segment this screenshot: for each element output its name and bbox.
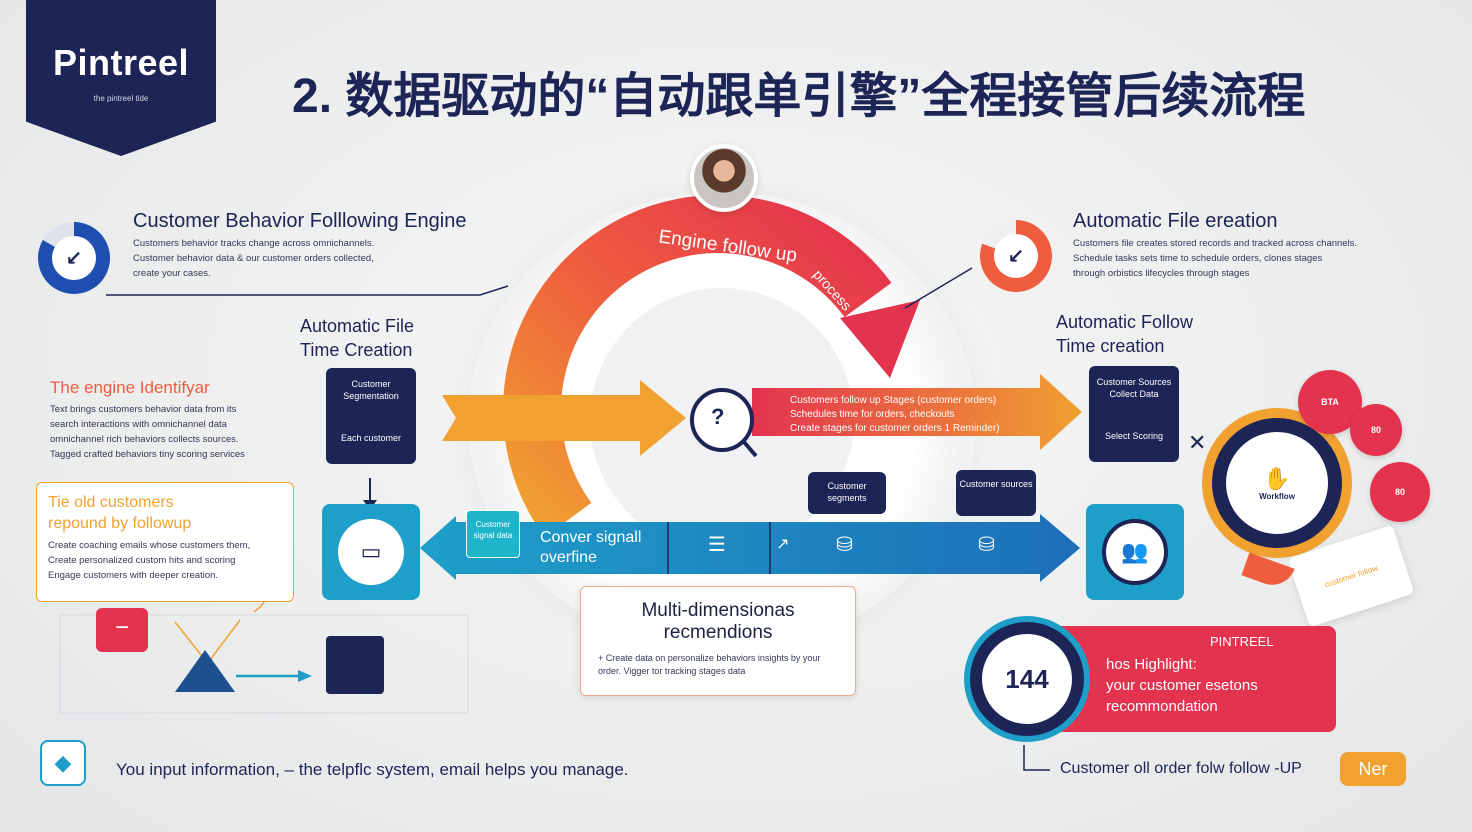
segments-pill: Customer segments: [808, 472, 886, 514]
multi-dimension-text: + Create data on personalize behaviors i…: [598, 653, 821, 676]
bubble-2: 80: [1350, 404, 1402, 456]
old-customers-heading: Tie old customers repound by followup: [48, 494, 192, 532]
bubble-3: 80: [1370, 462, 1430, 522]
follow-up-text: Customer oll order folw follow -UP: [1060, 760, 1302, 777]
signal-label: Conver signall overfine: [540, 529, 642, 566]
brand-name: Pintreel: [52, 42, 190, 83]
right-navy-box: Customer Sources Collect Data Select Sco…: [1089, 366, 1179, 462]
behavior-engine-heading: Customer Behavior Folllowing Engine: [133, 210, 467, 232]
user-avatar: [690, 144, 758, 212]
blue-signal-bar: [420, 514, 1080, 582]
highlight-brand: PINTREEL: [1210, 634, 1274, 649]
orange-arrow: [442, 380, 686, 456]
team-icon: 👥: [1102, 519, 1168, 585]
behavior-engine-text: Customers behavior tracks change across …: [133, 238, 375, 279]
question-mark: ?: [711, 404, 725, 429]
sources-pill: Customer sources: [956, 470, 1036, 516]
file-creation-text: Customers file creates stored records an…: [1073, 238, 1358, 279]
signal-data-box: Customer signal data: [466, 510, 520, 558]
database-icon-3: ⛁: [978, 534, 995, 556]
right-signal-box: 👥: [1086, 504, 1184, 600]
file-creation-heading: Automatic File ereation: [1073, 210, 1278, 232]
page-title: 2. 数据驱动的“自动跟单引擎”全程接管后续流程: [292, 70, 1306, 123]
minus-icon: −: [96, 608, 148, 652]
document-icon: [326, 636, 384, 694]
red-orange-arrow: [752, 374, 1082, 450]
question-circle: [690, 388, 754, 452]
engine-identify-text: Text brings customers behavior data from…: [50, 404, 245, 460]
next-button[interactable]: Ner: [1340, 752, 1406, 786]
multi-dimension-card: [580, 586, 856, 696]
file-creation-icon-ring: ↙: [980, 220, 1052, 292]
old-customers-text: Create coaching emails whose customers t…: [48, 540, 251, 581]
pyramid-icon: [175, 650, 235, 692]
behavior-engine-icon-ring: ↙: [38, 222, 110, 294]
multi-dimension-title: Multi-dimensionas recmendions: [641, 600, 795, 643]
check-icon: ↙: [994, 234, 1038, 278]
arrow-icon: ↗: [776, 536, 790, 553]
database-icon-2: ⛁: [836, 534, 853, 556]
cross-icon: ✕: [1188, 430, 1207, 455]
database-icon: ▭: [338, 519, 404, 585]
brand-logo: Pintreel the pintreel tide: [26, 0, 216, 156]
red-arrow-text: Customers follow up Stages (customer ord…: [790, 395, 1000, 434]
input-info-icon: ◆: [40, 740, 86, 786]
highlight-number: 144: [970, 622, 1084, 736]
stack-icon: ☰: [708, 534, 726, 556]
check-icon: ↙: [52, 236, 96, 280]
engine-identify-heading: The engine Identifyar: [50, 378, 210, 397]
input-info-text: You input information, – the telpflc sys…: [116, 760, 629, 779]
left-signal-box: ▭: [322, 504, 420, 600]
old-customers-card: [36, 482, 294, 602]
left-navy-box: Customer Segmentation Each customer: [326, 368, 416, 464]
highlight-text: hos Highlight: your customer esetons rec…: [1106, 656, 1258, 715]
workflow-circle: ✋ Workflow: [1212, 418, 1342, 548]
right-mid-title: Automatic Follow Time creation: [1056, 312, 1194, 356]
hand-icon: ✋: [1263, 465, 1291, 491]
brand-tagline: the pintreel tide: [93, 94, 149, 103]
engine-arc-arrowhead: [840, 300, 920, 378]
left-mid-title: Automatic File Time Creation: [300, 316, 415, 360]
